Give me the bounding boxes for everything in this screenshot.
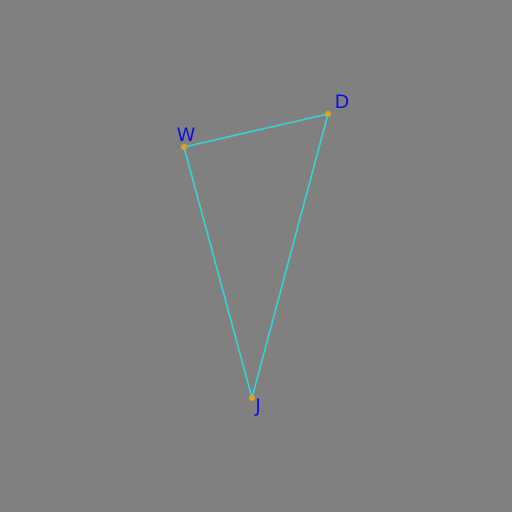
vertex-label-d: D [335,91,350,113]
edges [183,113,329,399]
vertex-point-w [181,144,187,150]
vertex-labels: W D J [177,91,350,417]
vertex-point-d [325,111,331,117]
vertex-points [181,111,331,401]
vertex-point-j [249,395,255,401]
edge-w-d [183,113,329,148]
edge-j-w [183,146,253,399]
vertex-label-w: W [177,124,196,146]
vertex-label-j: J [254,395,261,417]
edge-d-j [251,113,329,399]
